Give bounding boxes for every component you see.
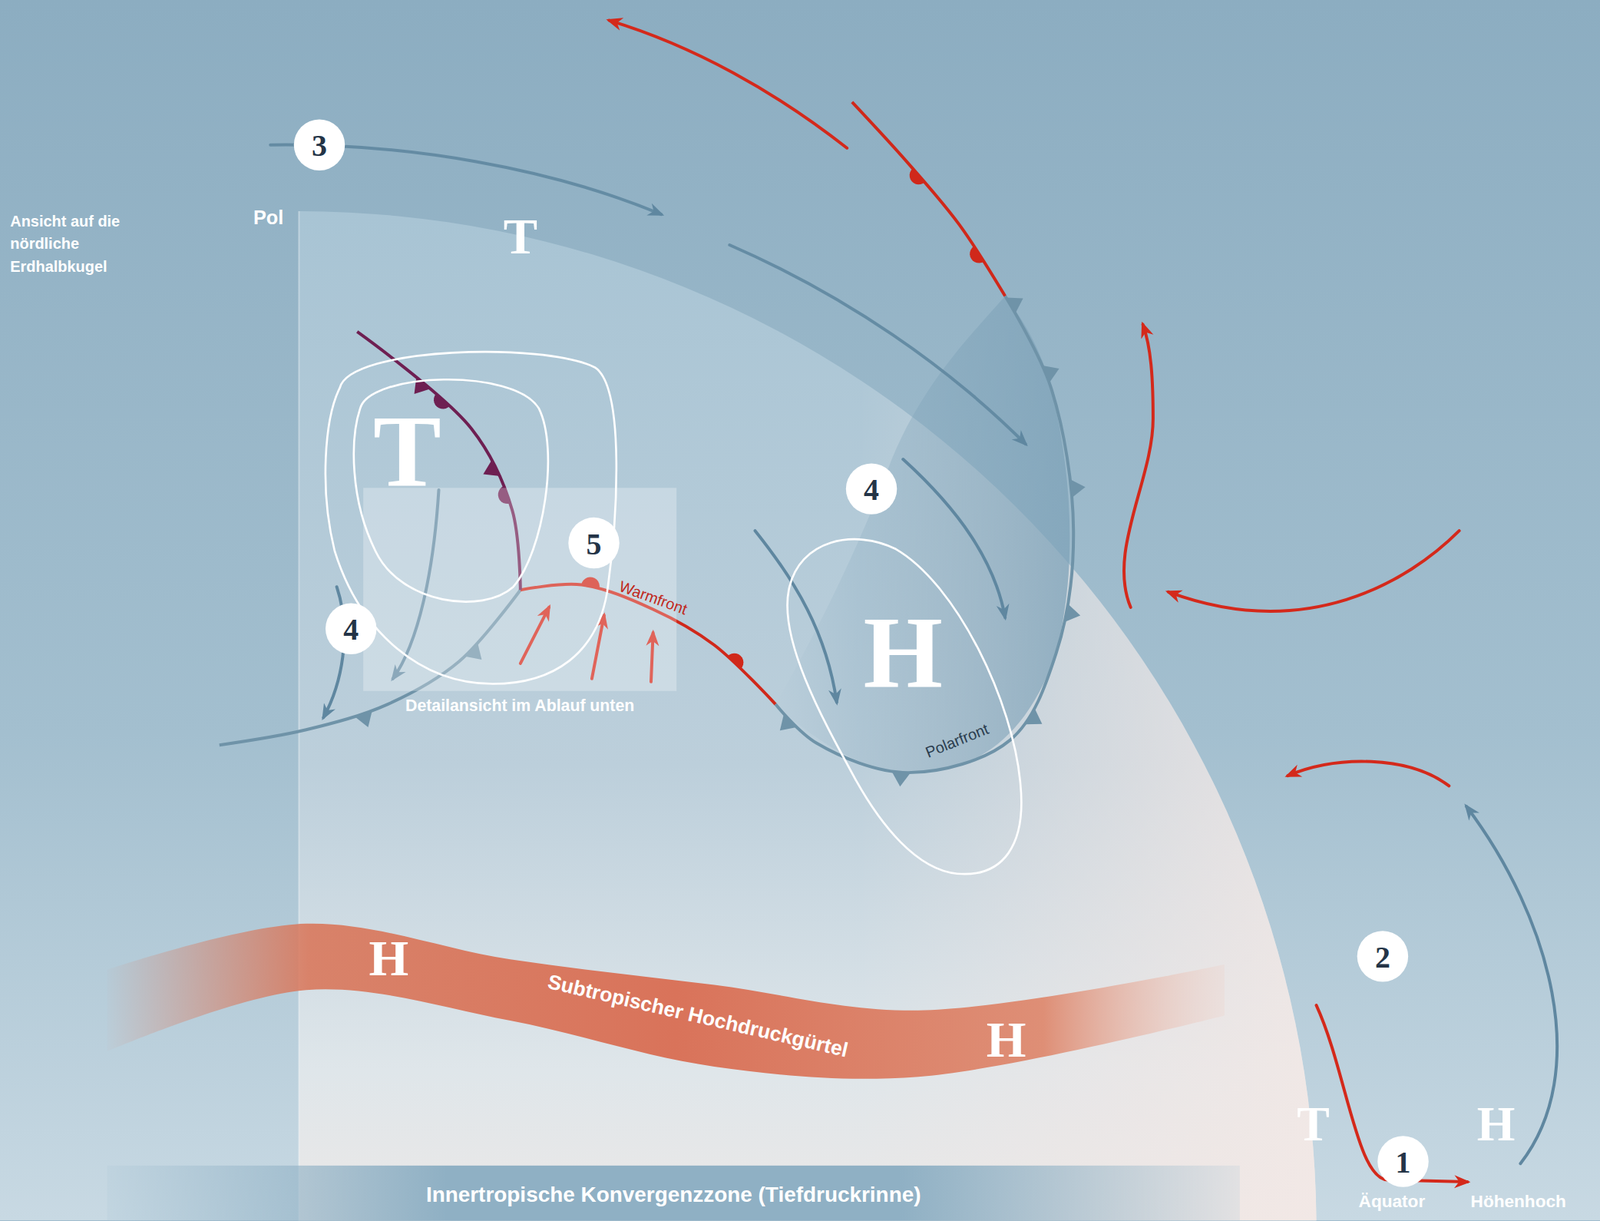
callout-number: 1 xyxy=(1395,1144,1412,1179)
circulation-arrow xyxy=(1466,806,1558,1164)
meridian-plane xyxy=(297,211,300,1220)
callout-circle: 1 xyxy=(1377,1135,1429,1187)
callout-circle: 3 xyxy=(294,119,345,171)
cold-front-symbol xyxy=(892,771,911,787)
warm-front-symbol xyxy=(727,653,744,669)
cold-front-symbol xyxy=(1070,479,1086,498)
pressure-symbol: H xyxy=(863,597,943,710)
cold-front-symbol xyxy=(780,714,797,731)
wind-arrow xyxy=(902,459,1005,618)
callout-circle: 2 xyxy=(1357,930,1409,982)
front-label: Polarfront xyxy=(923,720,992,762)
warm-air-arrow xyxy=(1168,530,1460,612)
high-pressure-isobar: H xyxy=(783,528,1025,878)
callout-number: 5 xyxy=(586,525,602,560)
warm-front-symbol xyxy=(909,168,926,185)
warm-front xyxy=(852,102,1005,297)
pole-label: Pol xyxy=(253,208,284,230)
wind-arrow xyxy=(755,530,837,702)
pressure-symbol: H xyxy=(986,1011,1027,1068)
itcz-label: Innertropische Konvergenzzone (Tiefdruck… xyxy=(426,1182,922,1207)
cold-air-dome xyxy=(775,295,1070,773)
callout-number: 3 xyxy=(311,128,328,162)
cold-front-symbol xyxy=(354,710,373,728)
cold-front-symbol xyxy=(482,459,500,477)
belt-shape xyxy=(107,923,1225,1079)
view-note: Ansicht auf die nördliche Erdhalbkugel xyxy=(9,210,138,278)
callout-number: 2 xyxy=(1375,938,1391,973)
subtropical-high-belt: HSubtropischer HochdruckgürtelH xyxy=(102,913,1250,1093)
pressure-symbol: T xyxy=(503,208,538,265)
circulation-arrow xyxy=(1287,761,1449,787)
pressure-symbol: T xyxy=(1296,1097,1330,1152)
cold-front-symbol xyxy=(1042,365,1060,383)
callout-circle: 4 xyxy=(325,602,377,654)
fronts xyxy=(219,102,1086,787)
warm-air-arrow xyxy=(608,20,847,149)
callout-number: 4 xyxy=(343,611,359,646)
isobar xyxy=(787,538,1022,874)
axis-label: Höhenhoch xyxy=(1471,1192,1567,1212)
warm-front-symbol xyxy=(969,246,984,264)
warm-air-arrow xyxy=(1123,324,1154,608)
axis-label: Äquator xyxy=(1358,1192,1426,1212)
cold-front-symbol xyxy=(1024,708,1042,724)
pressure-symbol: H xyxy=(369,929,410,986)
callout-number: 4 xyxy=(863,472,880,506)
callout-circle: 4 xyxy=(846,462,897,514)
polar-front xyxy=(775,295,1074,773)
cold-front-symbol xyxy=(1005,297,1023,314)
pressure-symbol: H xyxy=(1477,1097,1516,1152)
callout-circle: 5 xyxy=(568,517,619,569)
detail-caption: Detailansicht im Ablauf unten xyxy=(405,697,635,715)
itcz-band: Innertropische Konvergenzzone (Tiefdruck… xyxy=(107,1165,1240,1221)
cold-front-symbol xyxy=(1064,603,1081,622)
wind-arrow xyxy=(729,244,1025,444)
